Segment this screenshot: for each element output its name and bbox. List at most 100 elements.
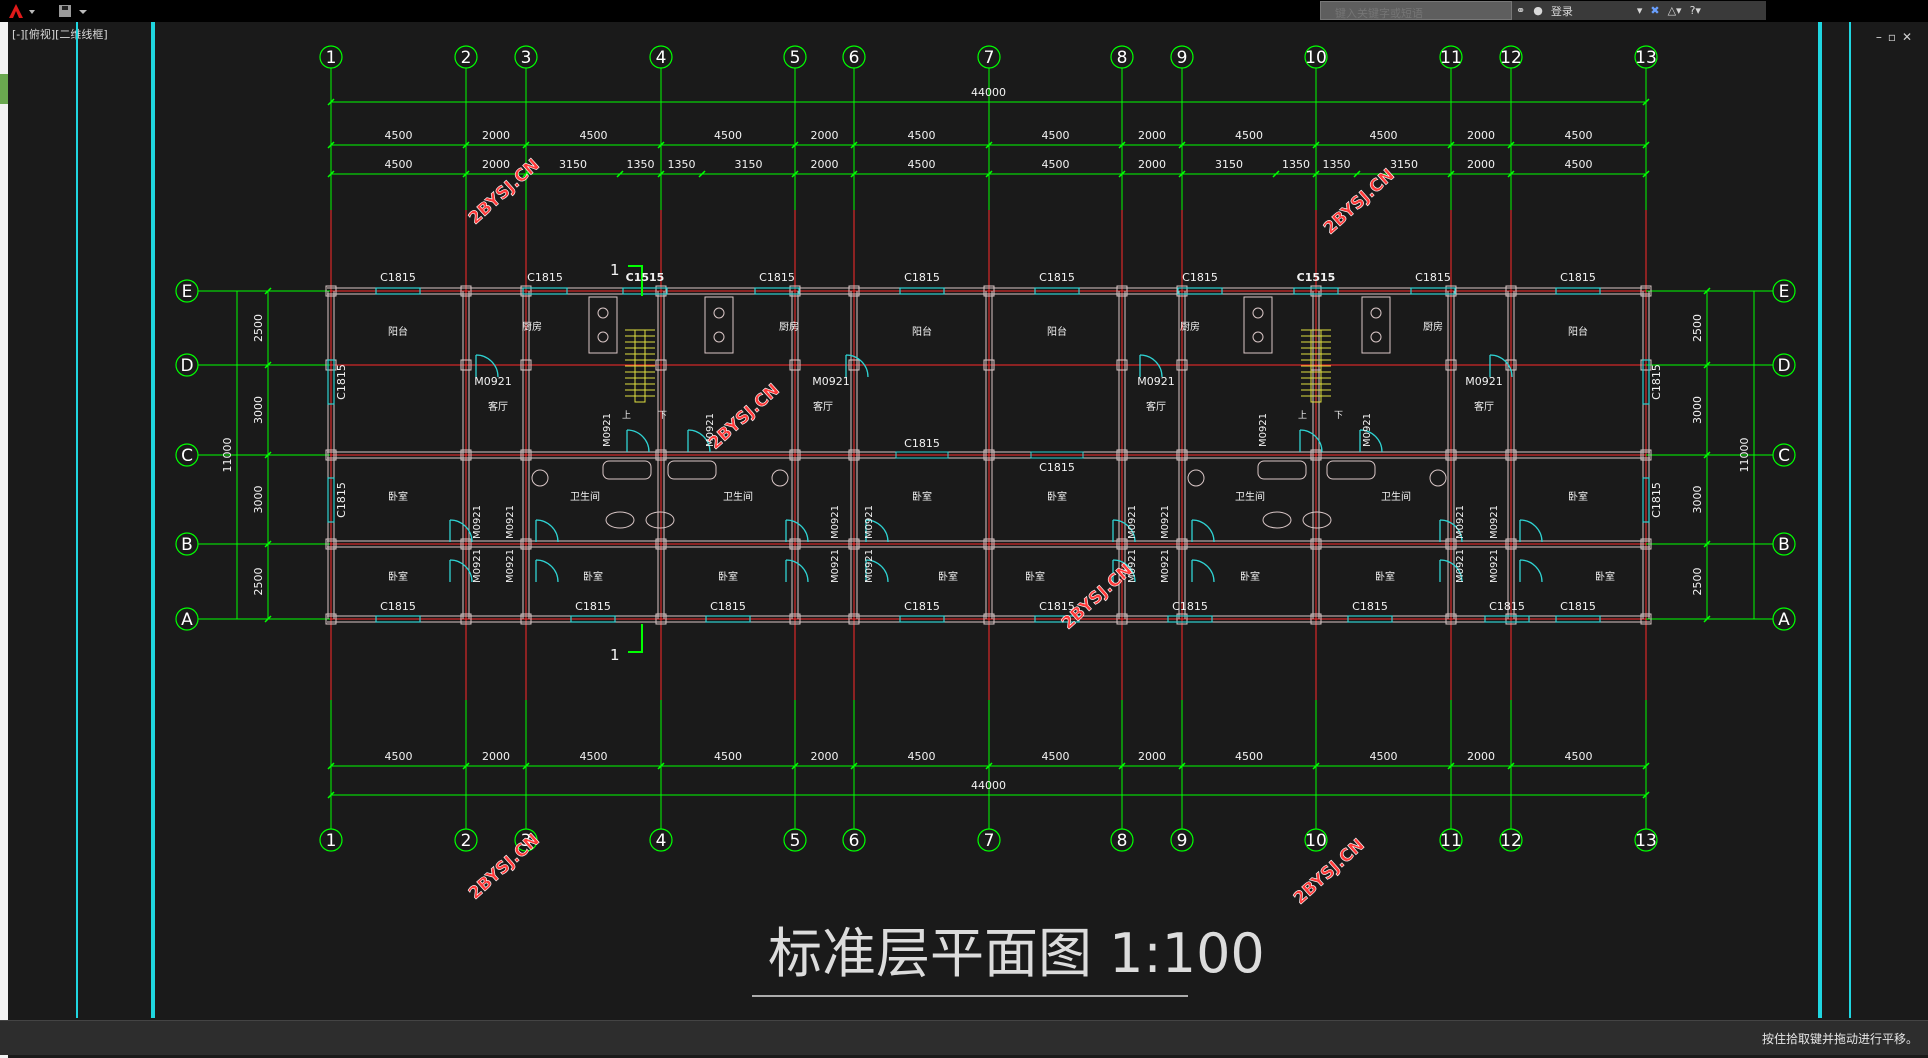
- column: [325, 613, 337, 625]
- dropdown-icon[interactable]: ▾: [1636, 4, 1643, 17]
- window-controls[interactable]: –▫✕: [1875, 30, 1918, 44]
- dim-tick: [1353, 170, 1361, 178]
- a360-icon[interactable]: △▾: [1667, 4, 1682, 17]
- grid-column-label: 10: [1305, 831, 1327, 851]
- exchange-icon[interactable]: ✖: [1650, 4, 1660, 17]
- dim-tick: [791, 762, 799, 770]
- grid-column-label: 6: [849, 831, 860, 851]
- door-label: M0921: [830, 505, 841, 539]
- dimension-text: 1350: [668, 158, 696, 171]
- door-swing: [865, 519, 889, 543]
- grid-column-label: 3: [521, 48, 532, 68]
- room-label: 卫生间: [723, 490, 753, 503]
- login-button[interactable]: 登录: [1550, 4, 1573, 18]
- help-icon[interactable]: ?▾: [1689, 4, 1701, 17]
- left-panel-strip: [0, 22, 8, 1058]
- dimension-text: 44000: [971, 779, 1006, 792]
- binoculars-icon[interactable]: ⚭: [1516, 4, 1526, 17]
- column: [1116, 613, 1128, 625]
- sink-bowl: [1370, 331, 1382, 343]
- door-swing: [1439, 519, 1463, 543]
- dim-tick: [1507, 170, 1515, 178]
- dim-tick: [1118, 762, 1126, 770]
- grid-column-label: 9: [1177, 831, 1188, 851]
- search-box[interactable]: [1320, 1, 1512, 22]
- grid-column-label: 13: [1635, 831, 1657, 851]
- grid-row-label: E: [1779, 282, 1790, 302]
- quick-access-toolbar[interactable]: [54, 2, 94, 19]
- window: [1642, 359, 1650, 405]
- door-label: M0921: [1127, 505, 1138, 539]
- grid-column-label: 1: [326, 48, 337, 68]
- window: [1293, 287, 1339, 295]
- dimension-text: 4500: [1565, 750, 1593, 763]
- window: [1034, 287, 1080, 295]
- window: [1642, 477, 1650, 523]
- door-swing: [1519, 519, 1543, 543]
- column: [1310, 449, 1322, 461]
- column: [1505, 449, 1517, 461]
- room-label: 阳台: [912, 325, 932, 338]
- column: [325, 449, 337, 461]
- grid-column-label: 13: [1635, 48, 1657, 68]
- search-input[interactable]: [1321, 5, 1511, 22]
- dimension-text: 44000: [971, 86, 1006, 99]
- panel-tab[interactable]: [0, 74, 8, 104]
- user-icon[interactable]: ●: [1533, 4, 1543, 17]
- dim-tick: [657, 762, 665, 770]
- column: [1176, 449, 1188, 461]
- window: [622, 287, 668, 295]
- door-swing: [1112, 519, 1136, 543]
- door-swing: [1139, 354, 1163, 378]
- app-menu-button[interactable]: [4, 2, 40, 19]
- dim-tick: [850, 170, 858, 178]
- door-label: M0921: [472, 549, 483, 583]
- window: [705, 615, 751, 623]
- column: [1445, 359, 1457, 371]
- section-mark: 1: [610, 646, 620, 664]
- window: [1177, 287, 1223, 295]
- bathtub: [602, 460, 652, 480]
- dimension-text: 11000: [1738, 438, 1751, 473]
- dim-tick: [327, 762, 335, 770]
- dim-tick: [1312, 141, 1320, 149]
- dimension-text: 1350: [1323, 158, 1351, 171]
- grid-column-label: 3: [521, 831, 532, 851]
- door-swing: [535, 519, 559, 543]
- door-label: M0921: [864, 505, 875, 539]
- room-label: 阳台: [1568, 325, 1588, 338]
- door-swing: [449, 519, 473, 543]
- column: [789, 359, 801, 371]
- window-label: C1815: [1489, 600, 1525, 613]
- window-label: C1815: [1415, 271, 1451, 284]
- door-swing: [1191, 519, 1215, 543]
- drawing-title: 标准层平面图 1:100: [768, 922, 1265, 985]
- autocad-logo-icon: [9, 3, 35, 18]
- door-label: M0921: [1258, 413, 1269, 447]
- viewport-controls[interactable]: [-][俯视][二维线框]: [12, 28, 108, 41]
- column: [1176, 285, 1188, 297]
- window: [1555, 287, 1601, 295]
- grid-row-label: A: [1778, 610, 1790, 630]
- column: [655, 285, 667, 297]
- dim-tick: [264, 451, 272, 459]
- dimension-text: 2500: [252, 568, 265, 596]
- grid-column-label: 6: [849, 48, 860, 68]
- dimension-text: 3150: [559, 158, 587, 171]
- door-swing: [1489, 354, 1513, 378]
- dim-tick: [1178, 141, 1186, 149]
- column: [520, 285, 532, 297]
- floor-drain: [531, 469, 549, 487]
- dimension-text: 2500: [252, 314, 265, 342]
- dimension-text: 4500: [1235, 129, 1263, 142]
- stair-label: 上: [622, 410, 631, 421]
- section-line: [628, 624, 643, 653]
- column: [1310, 285, 1322, 297]
- window-label: C1815: [527, 271, 563, 284]
- door-swing: [785, 519, 809, 543]
- grid-column-label: 11: [1440, 831, 1462, 851]
- dim-tick: [1703, 451, 1711, 459]
- room-label: 卧室: [388, 570, 408, 583]
- dim-tick: [264, 361, 272, 369]
